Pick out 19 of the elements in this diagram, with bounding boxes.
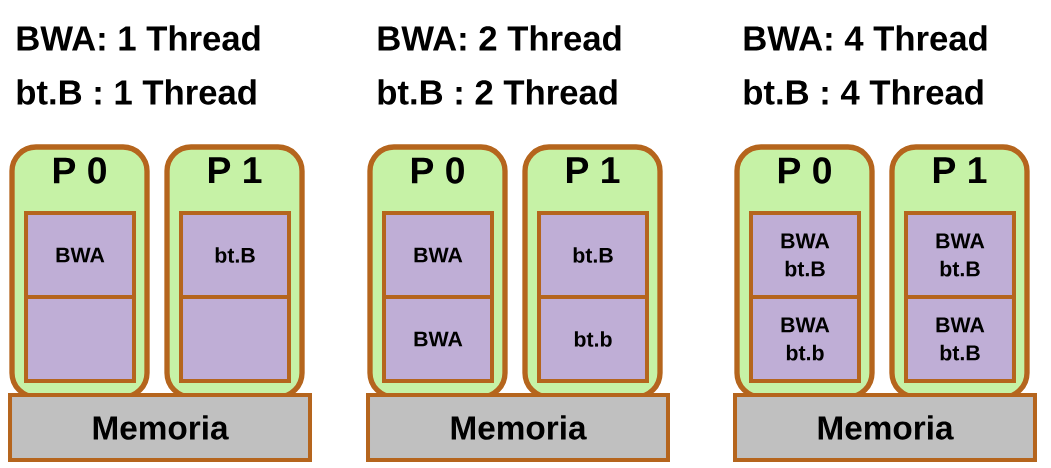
memory-bar: Memoria [733,393,1037,462]
title-text: BWA: 2 Thread [378,25,621,51]
thread-slot: BWA bt.B [904,211,1016,299]
title-text: bt.B : 1 Thread [17,79,256,105]
thread-slot: BWA bt.b [749,295,861,383]
thread-slot: BWA [24,211,136,299]
thread-slot: BWA [382,295,494,383]
title-text: bt.B : 4 Thread [744,79,983,105]
thread-slot: BWA [382,211,494,299]
thread-slot: bt.b [537,295,649,383]
thread-slot: BWA bt.B [904,295,1016,383]
title-text: BWA: 1 Thread [17,25,260,51]
thread-slot: bt.B [537,211,649,299]
memory-bar: Memoria [366,393,670,462]
memory-bar: Memoria [8,393,312,462]
thread-slot: BWA bt.B [749,211,861,299]
title-text: bt.B : 2 Thread [378,79,617,105]
thread-slot: bt.B [179,211,291,299]
title-text: BWA: 4 Thread [744,25,987,51]
